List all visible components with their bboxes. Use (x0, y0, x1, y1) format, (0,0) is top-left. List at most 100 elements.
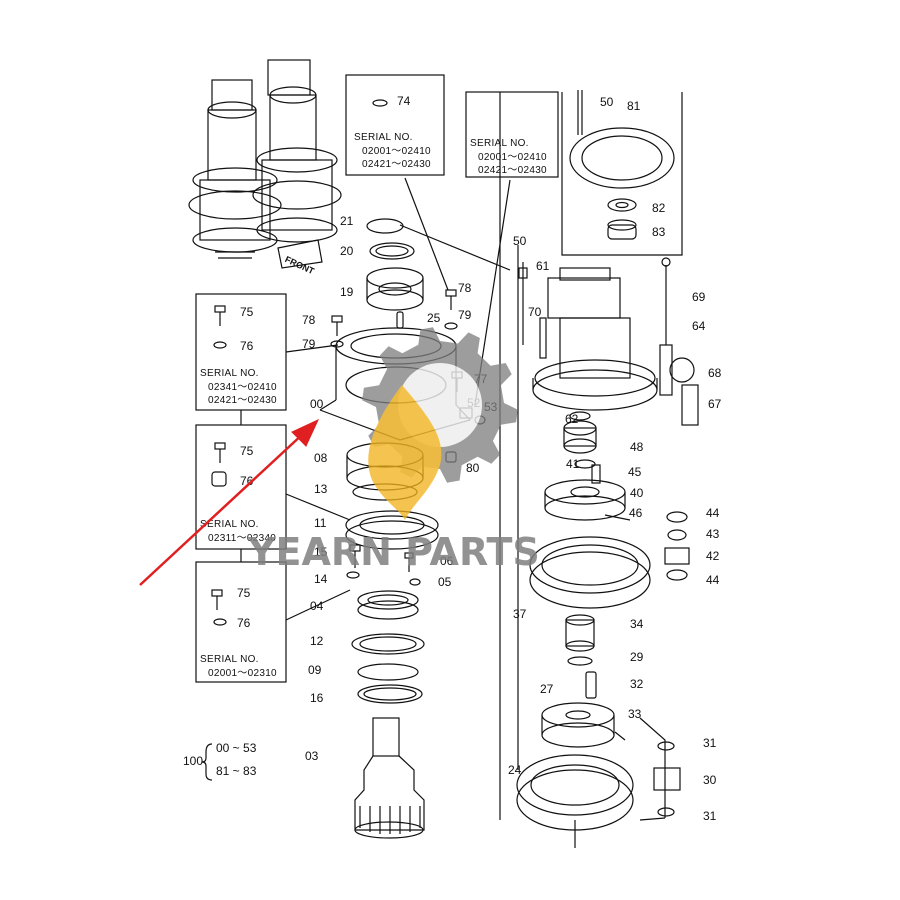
watermark-text: YEARN PARTS (247, 530, 540, 574)
serial-title-left-2: SERIAL NO. (200, 519, 259, 530)
part-label-75b: 75 (240, 444, 254, 458)
bearing-19 (366, 267, 424, 311)
gear-34 (565, 614, 595, 652)
part-label-19: 19 (340, 285, 354, 299)
part-label-44a: 44 (706, 506, 720, 520)
part-label-31b: 31 (703, 809, 717, 823)
part-label-09: 09 (308, 663, 322, 677)
pin-33 (614, 731, 626, 741)
part-label-03: 03 (305, 749, 319, 763)
spacer-icon (211, 471, 227, 487)
washer-31 (657, 807, 675, 817)
gear-48 (563, 420, 597, 454)
bolt-06 (404, 552, 414, 572)
retaining-ring-21 (366, 218, 404, 234)
serial-range-top-mid-1: 02421～02430 (362, 159, 431, 170)
part-label-29: 29 (630, 650, 644, 664)
washer-29 (567, 656, 593, 666)
part-label-46: 46 (629, 506, 643, 520)
bolt-icon (211, 589, 223, 610)
part-label-42: 42 (706, 549, 720, 563)
tube-64 (659, 344, 673, 396)
part-label-27: 27 (540, 682, 554, 696)
ring-20 (369, 242, 415, 260)
plug (607, 224, 637, 240)
ring-09 (357, 663, 419, 681)
assembly-number: 100 (183, 754, 203, 768)
serial-box-top-right (465, 91, 559, 178)
shaft-03 (354, 717, 425, 839)
washer-41 (574, 459, 596, 469)
serial-title-left-3: SERIAL NO. (200, 654, 259, 665)
washer-icon (372, 99, 388, 107)
assembled-motor-illustration (188, 59, 342, 269)
serial-title-top-right: SERIAL NO. (470, 138, 529, 149)
part-label-04: 04 (310, 599, 324, 613)
ring-16 (357, 684, 423, 704)
serial-range-top-right-0: 02001～02410 (478, 152, 547, 163)
part-label-76b: 76 (240, 474, 254, 488)
part-label-50b: 50 (513, 234, 527, 248)
gear-42 (664, 547, 690, 565)
pin-25 (396, 311, 404, 329)
serial-title-top-mid: SERIAL NO. (354, 132, 413, 143)
part-label-74: 74 (397, 94, 411, 108)
flange-11 (345, 510, 439, 550)
part-label-69: 69 (692, 290, 706, 304)
part-label-34: 34 (630, 617, 644, 631)
bolt-15 (349, 544, 361, 568)
serial-range-left-1-0: 02341～02410 (208, 382, 277, 393)
part-label-79a: 79 (302, 337, 316, 351)
serial-range-top-right-1: 02421～02430 (478, 165, 547, 176)
part-label-62: 62 (565, 412, 579, 426)
pin-46 (604, 514, 631, 521)
cover-plate (569, 127, 675, 189)
carrier-27 (541, 702, 615, 748)
part-label-21: 21 (340, 214, 354, 228)
part-label-08: 08 (314, 451, 328, 465)
motor-61 (532, 267, 658, 411)
assembly-range-1: 00 ~ 53 (216, 741, 257, 755)
part-label-41: 41 (566, 457, 580, 471)
bolt-78 (331, 315, 343, 336)
bolt-icon (214, 442, 226, 463)
carrier-40 (544, 479, 626, 521)
seal-ring (607, 198, 637, 212)
part-label-13: 13 (314, 482, 328, 496)
part-label-61: 61 (536, 259, 550, 273)
planet-box-outline (639, 717, 666, 821)
part-label-43: 43 (706, 527, 720, 541)
part-label-76a: 76 (240, 339, 254, 353)
part-label-37: 37 (513, 607, 527, 621)
part-label-79b: 79 (458, 308, 472, 322)
washer-icon (213, 618, 227, 626)
part-label-33: 33 (628, 707, 642, 721)
part-label-30: 30 (703, 773, 717, 787)
part-label-81: 81 (627, 99, 641, 113)
part-label-68: 68 (708, 366, 722, 380)
ring-12 (351, 633, 425, 655)
part-label-83: 83 (652, 225, 666, 239)
part-label-00: 00 (310, 397, 324, 411)
part-label-82: 82 (652, 201, 666, 215)
part-label-50a: 50 (600, 95, 614, 109)
pointer-arrow (139, 418, 320, 586)
serial-range-left-1-1: 02421～02430 (208, 395, 277, 406)
bolt-78 (445, 289, 457, 310)
serial-range-left-3-0: 02001～02310 (208, 668, 277, 679)
washer-44 (666, 511, 688, 523)
part-label-75a: 75 (240, 305, 254, 319)
pin-32 (585, 671, 597, 699)
serial-box-top-mid (345, 74, 445, 176)
pin-70 (539, 317, 547, 359)
part-label-48: 48 (630, 440, 644, 454)
gear-30 (653, 767, 681, 791)
bolt-icon (214, 305, 226, 326)
assembly-range-2: 81 ~ 83 (216, 764, 257, 778)
drop-icon (368, 385, 442, 520)
part-label-16: 16 (310, 691, 324, 705)
washer-icon (213, 341, 227, 349)
